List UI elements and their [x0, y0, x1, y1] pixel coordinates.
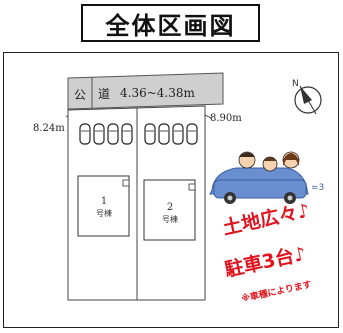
- building-1-number: 1: [101, 196, 107, 207]
- road-label-kou: 公: [74, 88, 86, 102]
- svg-text:=3: =3: [311, 183, 324, 193]
- road-width-label: 4.36~4.38m: [120, 86, 195, 100]
- parking-lot-2: [144, 123, 198, 145]
- page-title: 全体区画図: [105, 11, 236, 40]
- building-2: [143, 179, 196, 241]
- svg-text:N: N: [292, 79, 299, 89]
- left-dimension: 8.24m: [33, 123, 65, 134]
- public-road: [67, 72, 224, 110]
- right-dimension: 8.90m: [210, 113, 242, 124]
- building-1-label: 号棟: [96, 208, 112, 218]
- parking-lot-1: [79, 123, 133, 145]
- building-1: [77, 175, 130, 237]
- road-label-dou: 道: [98, 87, 110, 101]
- north-arrow-icon: N: [292, 79, 322, 115]
- building-2-label: 号棟: [162, 214, 178, 224]
- title-box: 全体区画図: [81, 4, 260, 42]
- building-2-number: 2: [167, 202, 173, 213]
- car-family-icon: =3: [209, 151, 324, 204]
